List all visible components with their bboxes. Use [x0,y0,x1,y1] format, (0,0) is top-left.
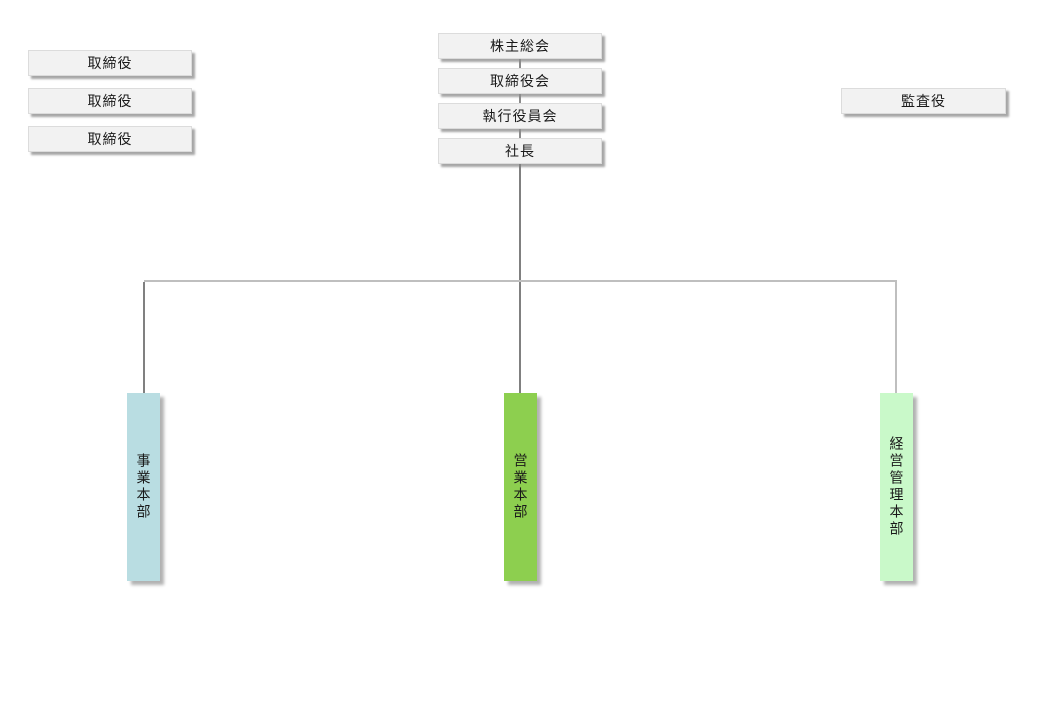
node-director-1[interactable]: 取締役 [28,50,192,76]
node-label: 執行役員会 [482,108,558,124]
node-executive-committee[interactable]: 執行役員会 [438,103,602,129]
node-label: 取締役会 [490,73,550,89]
division-label: 事業本部 [135,453,152,521]
node-label: 取締役 [87,93,133,109]
connector-horizontal [144,280,897,282]
node-auditor[interactable]: 監査役 [841,88,1006,114]
node-label: 取締役 [87,55,133,71]
connector-tick [519,129,521,138]
node-director-3[interactable]: 取締役 [28,126,192,152]
node-label: 株主総会 [490,38,550,54]
connector-president-to-divisions [519,164,521,393]
division-node-business[interactable]: 事業本部 [127,393,160,581]
division-label: 経営管理本部 [888,436,905,538]
node-shareholders-meeting[interactable]: 株主総会 [438,33,602,59]
connector-tick [519,59,521,68]
connector-left-drop [143,282,145,393]
node-label: 取締役 [87,131,133,147]
connector-right-drop [895,282,897,393]
node-board-of-directors[interactable]: 取締役会 [438,68,602,94]
node-label: 監査役 [901,93,946,109]
node-label: 社長 [505,143,535,159]
division-node-sales[interactable]: 営業本部 [504,393,537,581]
node-president[interactable]: 社長 [438,138,602,164]
division-label: 営業本部 [512,453,529,521]
division-node-management[interactable]: 経営管理本部 [880,393,913,581]
node-director-2[interactable]: 取締役 [28,88,192,114]
connector-tick [519,94,521,103]
